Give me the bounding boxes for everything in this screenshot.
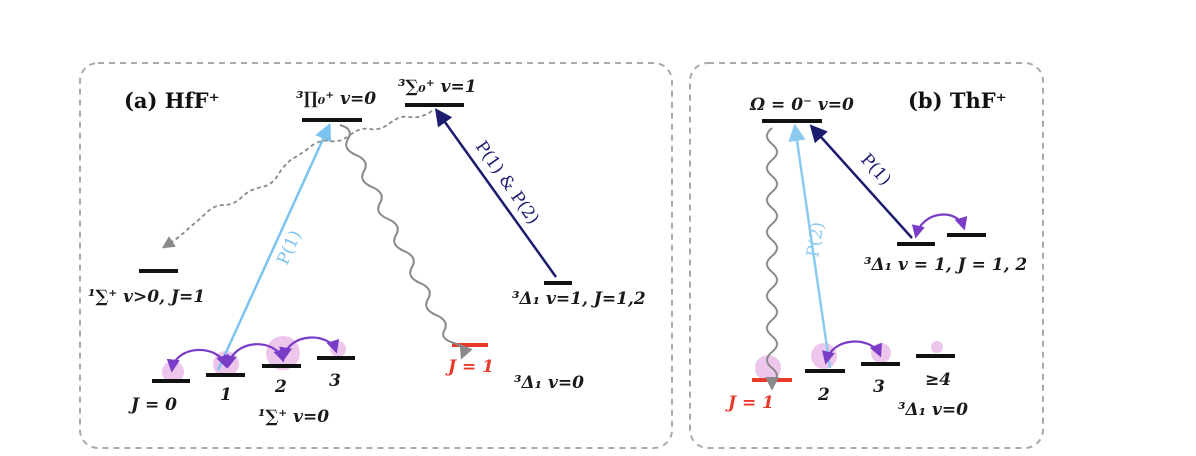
transfer-arrow-2-3 [279,336,340,361]
arrow-label-p1: P(1) [273,227,306,268]
label-j3: 3 [329,371,341,391]
label-singlet-excited: ¹∑⁺ v>0, J=1 [88,287,205,307]
panel-a-frame [79,62,673,449]
wavy-decay-arrow [339,124,473,360]
excitation-arrow-p2 [788,123,832,369]
label-target-j: J = 1 [445,357,494,377]
label-j3: 3 [873,377,885,397]
arrow-label-p1p2: P(1) & P(2) [471,137,543,228]
label-ground-manifold: ³Δ₁ v=0 [898,400,968,420]
population-blob [755,355,781,381]
label-j2: 2 [817,385,830,405]
label-j1: 1 [220,385,232,405]
label-j2: 2 [274,377,287,397]
wavy-decay-arrow [765,127,779,391]
panel-a-title: (a) HfF⁺ [124,88,220,113]
arrow-label-p2: P(2) [803,221,828,259]
transfer-arrow-2-3 [821,340,882,365]
label-target-j: J = 1 [725,393,774,413]
dashed-decay-arrow [161,110,433,249]
dark-arrow-p1p2 [434,108,558,278]
label-sigma: ³∑₀⁺ v=1 [398,77,477,97]
label-delta-v1: ³Δ₁ v = 1, J = 1, 2 [864,255,1027,275]
transfer-arrow-delta [911,213,968,239]
label-j0: J = 0 [128,395,177,415]
label-omega: Ω = 0⁻ v=0 [749,95,854,115]
label-j4: ≥4 [925,370,951,390]
transfer-arrow-0-1 [166,348,229,373]
excitation-arrow-p1 [216,122,332,371]
label-target-manifold: ³Δ₁ v=0 [514,373,584,393]
label-delta-v1: ³Δ₁ v=1, J=1,2 [512,289,646,309]
label-pi: ³∏₀⁺ v=0 [296,89,376,109]
population-blob [931,341,943,353]
population-blob [811,343,837,369]
label-ground-manifold: ¹∑⁺ v=0 [258,407,329,427]
panel-b-frame [689,62,1044,449]
panel-b-title: (b) ThF⁺ [908,88,1007,113]
dark-arrow-p1 [809,124,913,239]
